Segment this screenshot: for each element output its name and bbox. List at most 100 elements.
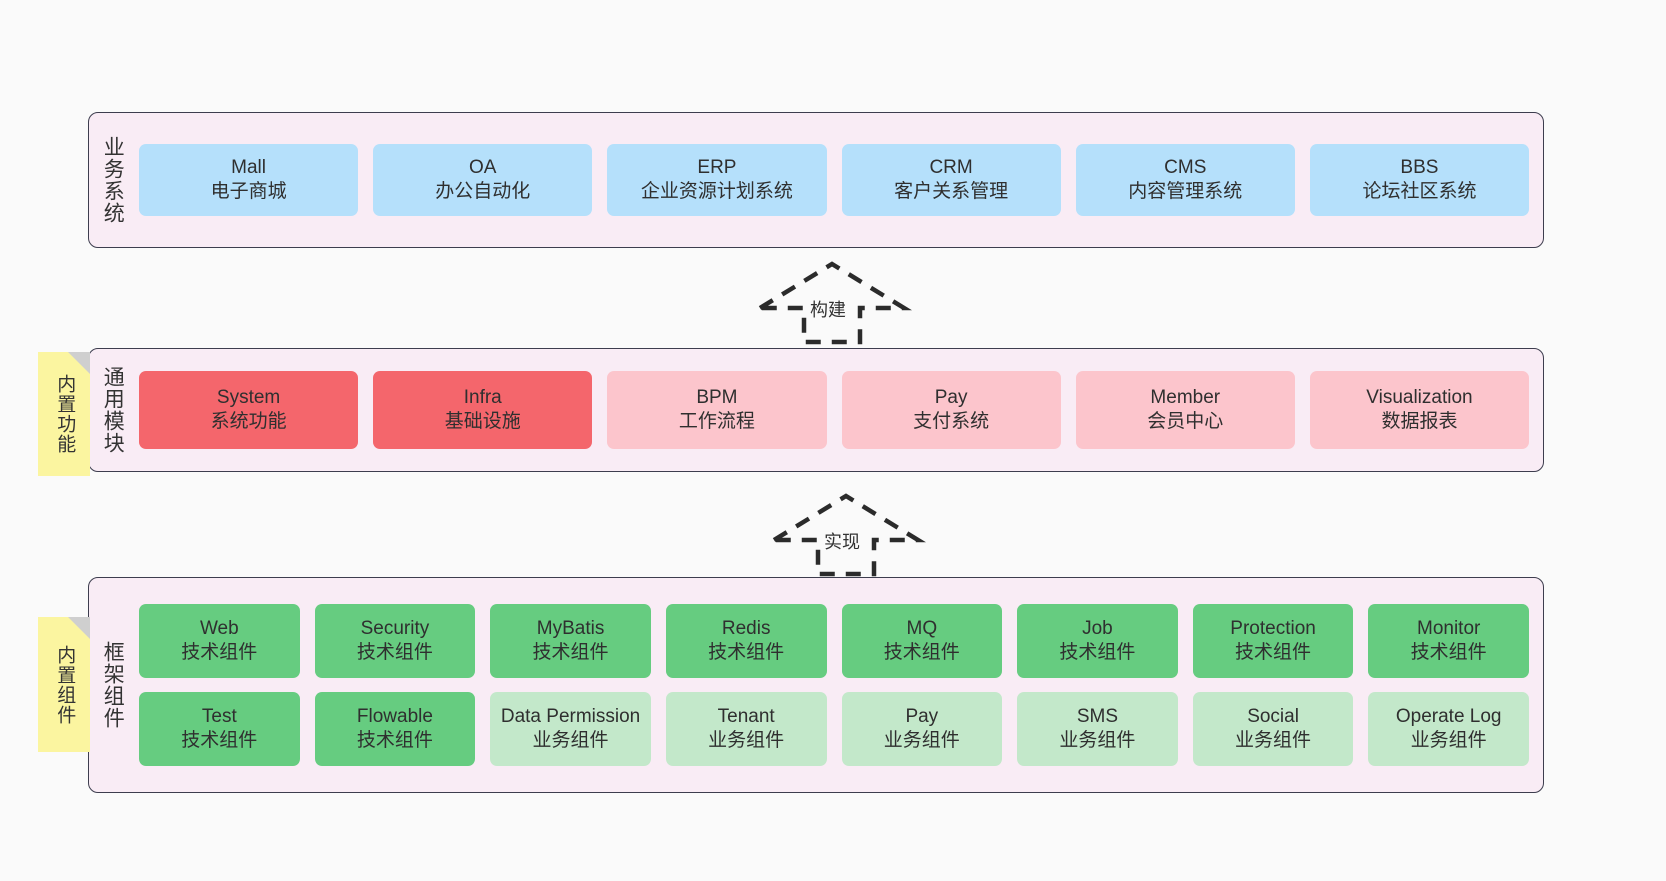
card-crm[interactable]: CRM 客户关系管理: [841, 144, 1061, 216]
card-row-technical: Web 技术组件 Security 技术组件 MyBatis 技术组件 Redi…: [139, 604, 1529, 678]
card-bbs[interactable]: BBS 论坛社区系统: [1309, 144, 1530, 216]
card-subtitle: 数据报表: [1381, 411, 1458, 432]
card-erp[interactable]: ERP 企业资源计划系统: [607, 144, 827, 216]
card-title: OA: [469, 157, 497, 179]
card-subtitle: 技术组件: [532, 642, 609, 663]
card-visualization[interactable]: Visualization 数据报表: [1309, 371, 1530, 449]
card-title: Tenant: [717, 706, 775, 728]
card-redis[interactable]: Redis 技术组件: [665, 604, 827, 678]
card-row: System 系统功能 Infra 基础设施 BPM 工作流程 Pay 支付系统…: [139, 371, 1530, 449]
layer-body-framework: Web 技术组件 Security 技术组件 MyBatis 技术组件 Redi…: [135, 578, 1543, 792]
card-subtitle: 技术组件: [181, 730, 258, 751]
card-social[interactable]: Social 业务组件: [1192, 692, 1354, 766]
card-title: CRM: [929, 157, 973, 179]
card-subtitle: 电子商城: [210, 181, 287, 202]
layer-common-modules: 通用模块 System 系统功能 Infra 基础设施 BPM 工作流程 Pay…: [88, 348, 1544, 472]
card-title: Infra: [463, 387, 502, 409]
arrow-build: 构建: [752, 258, 912, 346]
card-row: Mall 电子商城 OA 办公自动化 ERP 企业资源计划系统 CRM 客户关系…: [139, 144, 1530, 216]
card-system[interactable]: System 系统功能: [139, 371, 359, 449]
card-infra[interactable]: Infra 基础设施: [373, 371, 593, 449]
card-data-permission[interactable]: Data Permission 业务组件: [490, 692, 651, 766]
card-subtitle: 业务组件: [1059, 730, 1136, 751]
layer-framework-components: 框架组件 Web 技术组件 Security 技术组件 MyBatis 技术组件…: [88, 577, 1544, 793]
card-row-business: Test 技术组件 Flowable 技术组件 Data Permission …: [139, 692, 1529, 766]
card-subtitle: 业务组件: [1235, 730, 1312, 751]
sticky-note-builtin-function: 内置功能: [38, 352, 90, 476]
card-title: Flowable: [356, 706, 433, 728]
card-monitor[interactable]: Monitor 技术组件: [1368, 604, 1529, 678]
card-subtitle: 基础设施: [444, 411, 521, 432]
card-tenant[interactable]: Tenant 业务组件: [665, 692, 827, 766]
card-mybatis[interactable]: MyBatis 技术组件: [490, 604, 651, 678]
card-subtitle: 业务组件: [708, 730, 785, 751]
card-title: MQ: [906, 618, 938, 640]
card-subtitle: 技术组件: [1059, 642, 1136, 663]
card-subtitle: 技术组件: [708, 642, 785, 663]
card-job[interactable]: Job 技术组件: [1017, 604, 1178, 678]
layer-title-common: 通用模块: [101, 366, 125, 454]
card-security[interactable]: Security 技术组件: [314, 604, 476, 678]
card-title: CMS: [1164, 157, 1207, 179]
layer-title-business: 业务系统: [101, 136, 125, 224]
sticky-note-builtin-component: 内置组件: [38, 617, 90, 752]
card-bpm[interactable]: BPM 工作流程: [607, 371, 827, 449]
card-web[interactable]: Web 技术组件: [139, 604, 300, 678]
card-oa[interactable]: OA 办公自动化: [373, 144, 593, 216]
card-subtitle: 业务组件: [1410, 730, 1487, 751]
card-title: SMS: [1076, 706, 1119, 728]
card-title: System: [216, 387, 281, 409]
card-subtitle: 技术组件: [356, 730, 433, 751]
card-title: Pay: [934, 387, 968, 409]
card-title: MyBatis: [536, 618, 605, 640]
card-subtitle: 业务组件: [532, 730, 609, 751]
card-pay-component[interactable]: Pay 业务组件: [841, 692, 1003, 766]
card-subtitle: 会员中心: [1147, 411, 1224, 432]
layer-title-framework: 框架组件: [101, 641, 125, 729]
card-title: Social: [1247, 706, 1299, 728]
card-subtitle: 技术组件: [356, 642, 433, 663]
card-title: Mall: [231, 157, 266, 179]
layer-body-common: System 系统功能 Infra 基础设施 BPM 工作流程 Pay 支付系统…: [135, 349, 1543, 471]
card-subtitle: 技术组件: [883, 642, 960, 663]
card-mq[interactable]: MQ 技术组件: [841, 604, 1003, 678]
card-flowable[interactable]: Flowable 技术组件: [314, 692, 476, 766]
layer-business-systems: 业务系统 Mall 电子商城 OA 办公自动化 ERP 企业资源计划系统 CRM…: [88, 112, 1544, 248]
card-pay[interactable]: Pay 支付系统: [841, 371, 1061, 449]
card-subtitle: 技术组件: [1410, 642, 1487, 663]
card-title: Monitor: [1417, 618, 1481, 640]
card-title: Pay: [905, 706, 939, 728]
arrow-implement: 实现: [766, 490, 926, 578]
card-operate-log[interactable]: Operate Log 业务组件: [1368, 692, 1529, 766]
card-subtitle: 业务组件: [883, 730, 960, 751]
card-title: Visualization: [1366, 387, 1473, 409]
card-subtitle: 客户关系管理: [894, 181, 1009, 202]
card-cms[interactable]: CMS 内容管理系统: [1075, 144, 1295, 216]
card-title: Protection: [1230, 618, 1316, 640]
card-title: Member: [1150, 387, 1221, 409]
card-mall[interactable]: Mall 电子商城: [139, 144, 359, 216]
card-subtitle: 工作流程: [678, 411, 755, 432]
card-title: Web: [199, 618, 239, 640]
card-member[interactable]: Member 会员中心: [1075, 371, 1295, 449]
arrow-label-build: 构建: [810, 300, 846, 320]
card-test[interactable]: Test 技术组件: [139, 692, 300, 766]
sticky-note-label: 内置功能: [54, 374, 76, 454]
card-title: BBS: [1400, 157, 1439, 179]
card-sms[interactable]: SMS 业务组件: [1017, 692, 1178, 766]
card-subtitle: 企业资源计划系统: [640, 181, 793, 202]
sticky-note-label: 内置组件: [54, 644, 76, 725]
card-title: Security: [360, 618, 430, 640]
card-subtitle: 支付系统: [913, 411, 990, 432]
card-protection[interactable]: Protection 技术组件: [1192, 604, 1354, 678]
layer-body-business: Mall 电子商城 OA 办公自动化 ERP 企业资源计划系统 CRM 客户关系…: [135, 113, 1543, 247]
card-subtitle: 办公自动化: [435, 181, 531, 202]
card-title: BPM: [696, 387, 738, 409]
card-title: ERP: [697, 157, 737, 179]
card-title: Test: [201, 706, 237, 728]
card-subtitle: 技术组件: [1235, 642, 1312, 663]
card-subtitle: 系统功能: [210, 411, 287, 432]
card-subtitle: 论坛社区系统: [1362, 181, 1477, 202]
arrow-label-implement: 实现: [824, 532, 860, 552]
